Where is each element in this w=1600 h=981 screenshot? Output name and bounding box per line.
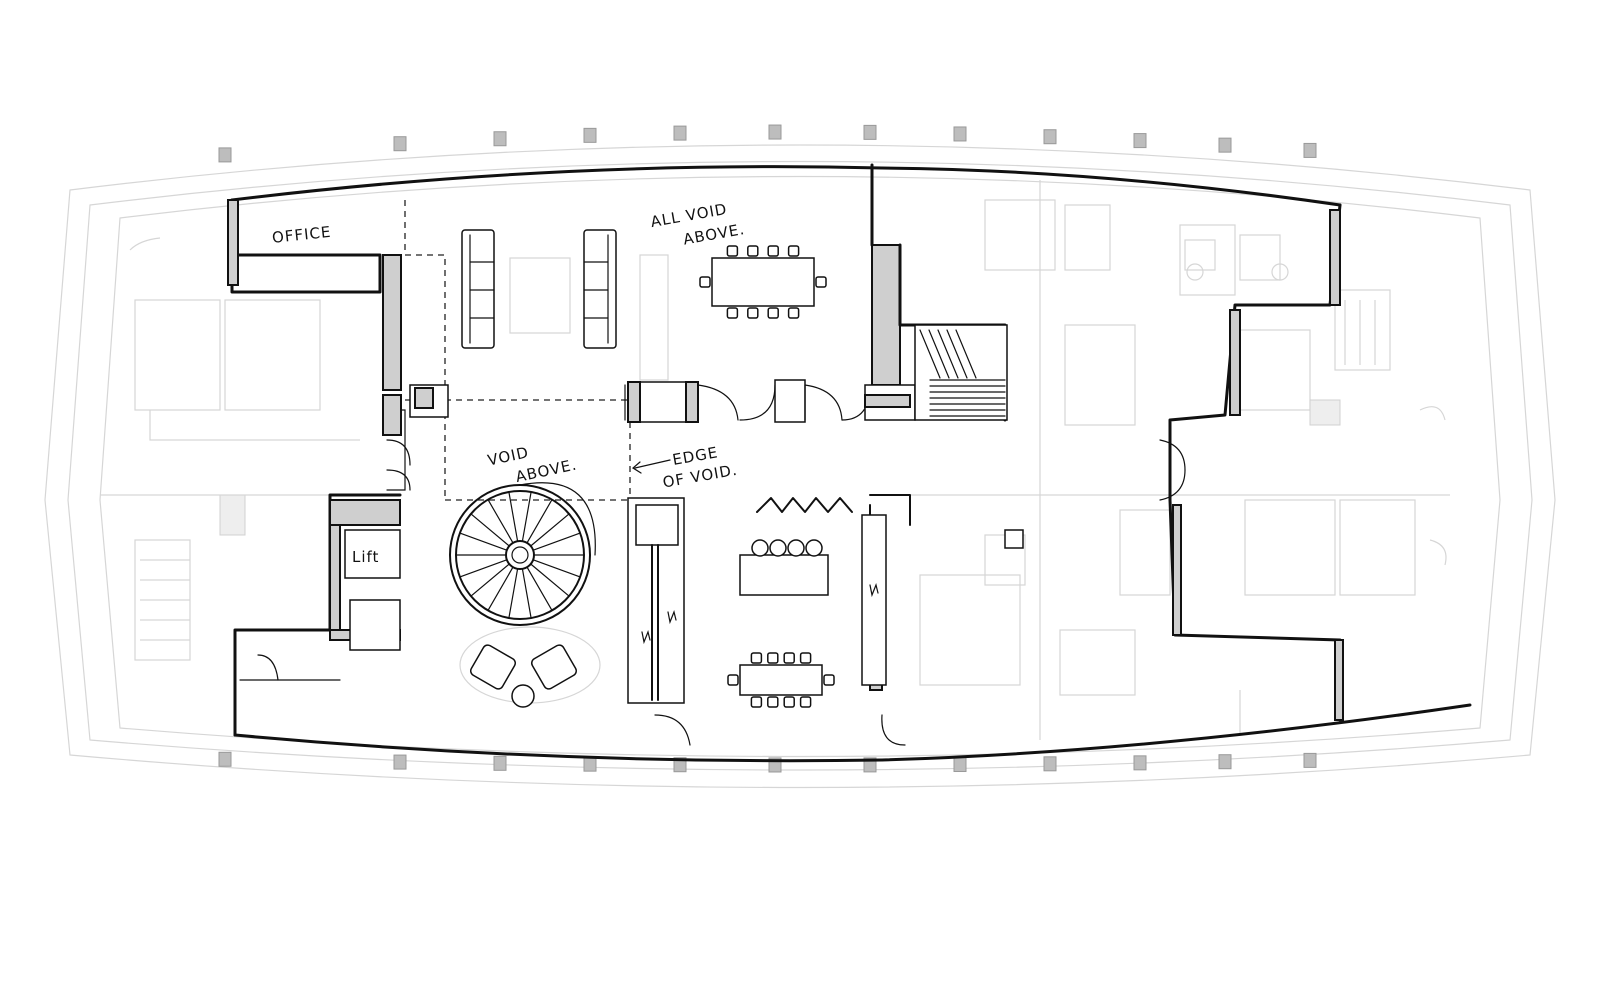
spiral-tread [459,559,508,578]
column [218,751,232,767]
spiral-tread [526,566,553,612]
stair-tread [928,329,950,379]
chair [727,674,739,686]
column [953,757,967,773]
spiral-tread [530,563,570,597]
table-top [711,257,815,307]
perimeter-columns [218,124,1317,773]
chair [799,696,812,708]
spiral-tread [487,499,514,544]
lower-doors [654,714,906,746]
entry-doors [382,384,449,491]
label-lift: Lift [352,548,379,566]
spiral-tread [526,499,553,544]
column [953,126,967,142]
adjacent-units-ghost [100,180,1450,740]
chair [750,696,763,708]
column [1218,137,1232,153]
chair [747,245,759,257]
column [1133,755,1147,771]
chair [823,674,835,686]
chair [699,276,711,288]
lift [239,529,401,681]
kitchen-island [739,497,853,596]
column [393,136,407,152]
column [1043,756,1057,772]
chair [767,652,779,664]
right-doors [1004,439,1186,549]
spiral-tread [470,513,510,547]
chair [815,276,827,288]
chair [783,696,795,708]
stair-tread [946,329,968,379]
column [1303,752,1317,768]
column [493,755,507,771]
kitchen-counter-right [861,514,887,686]
spiral-tread [508,568,519,619]
chair [726,307,739,319]
spiral-tread [521,568,532,619]
chair [799,652,812,664]
column [218,147,232,163]
column [583,127,597,143]
spiral-tread [521,491,532,542]
column [863,124,877,140]
label-all-void-line2: ABOVE. [682,220,747,249]
chair [783,652,795,664]
sofa-right [583,229,617,349]
column [493,131,507,147]
column [583,756,597,772]
spiral-tread [532,532,581,551]
label-office: OFFICE [271,223,332,247]
edge-of-void-arrow [631,459,671,474]
chair [747,307,759,319]
chair [750,652,763,664]
spiral-tread [470,563,510,597]
spiral-tread [532,559,581,578]
spiral-tread [508,491,519,542]
spiral-tread [487,566,514,612]
chair [787,245,800,257]
spiral-staircase [449,482,596,626]
table-top [739,664,823,696]
chair [726,245,739,257]
coffee-table [509,257,571,334]
partition-doors-row [624,379,916,423]
spiral-tread [530,513,570,547]
chair [767,696,779,708]
staircase-straight [914,324,1008,421]
stair-tread [919,329,941,379]
column [768,124,782,140]
chair [767,245,779,257]
stair-tread [937,329,959,379]
kitchen-run [627,497,685,704]
column [1218,754,1232,770]
column [393,754,407,770]
chair [787,307,800,319]
spiral-tread [459,532,508,551]
stair-tread [955,329,977,379]
sofa-left [461,229,495,349]
chair [767,307,779,319]
apartment-walls [227,163,1472,763]
column [673,125,687,141]
media-unit [639,254,669,381]
column [1133,133,1147,149]
column [1043,129,1057,145]
column [1303,142,1317,158]
dining-table-upper [699,245,827,319]
lounge-seating [459,626,601,708]
dining-table-lower [727,652,835,708]
